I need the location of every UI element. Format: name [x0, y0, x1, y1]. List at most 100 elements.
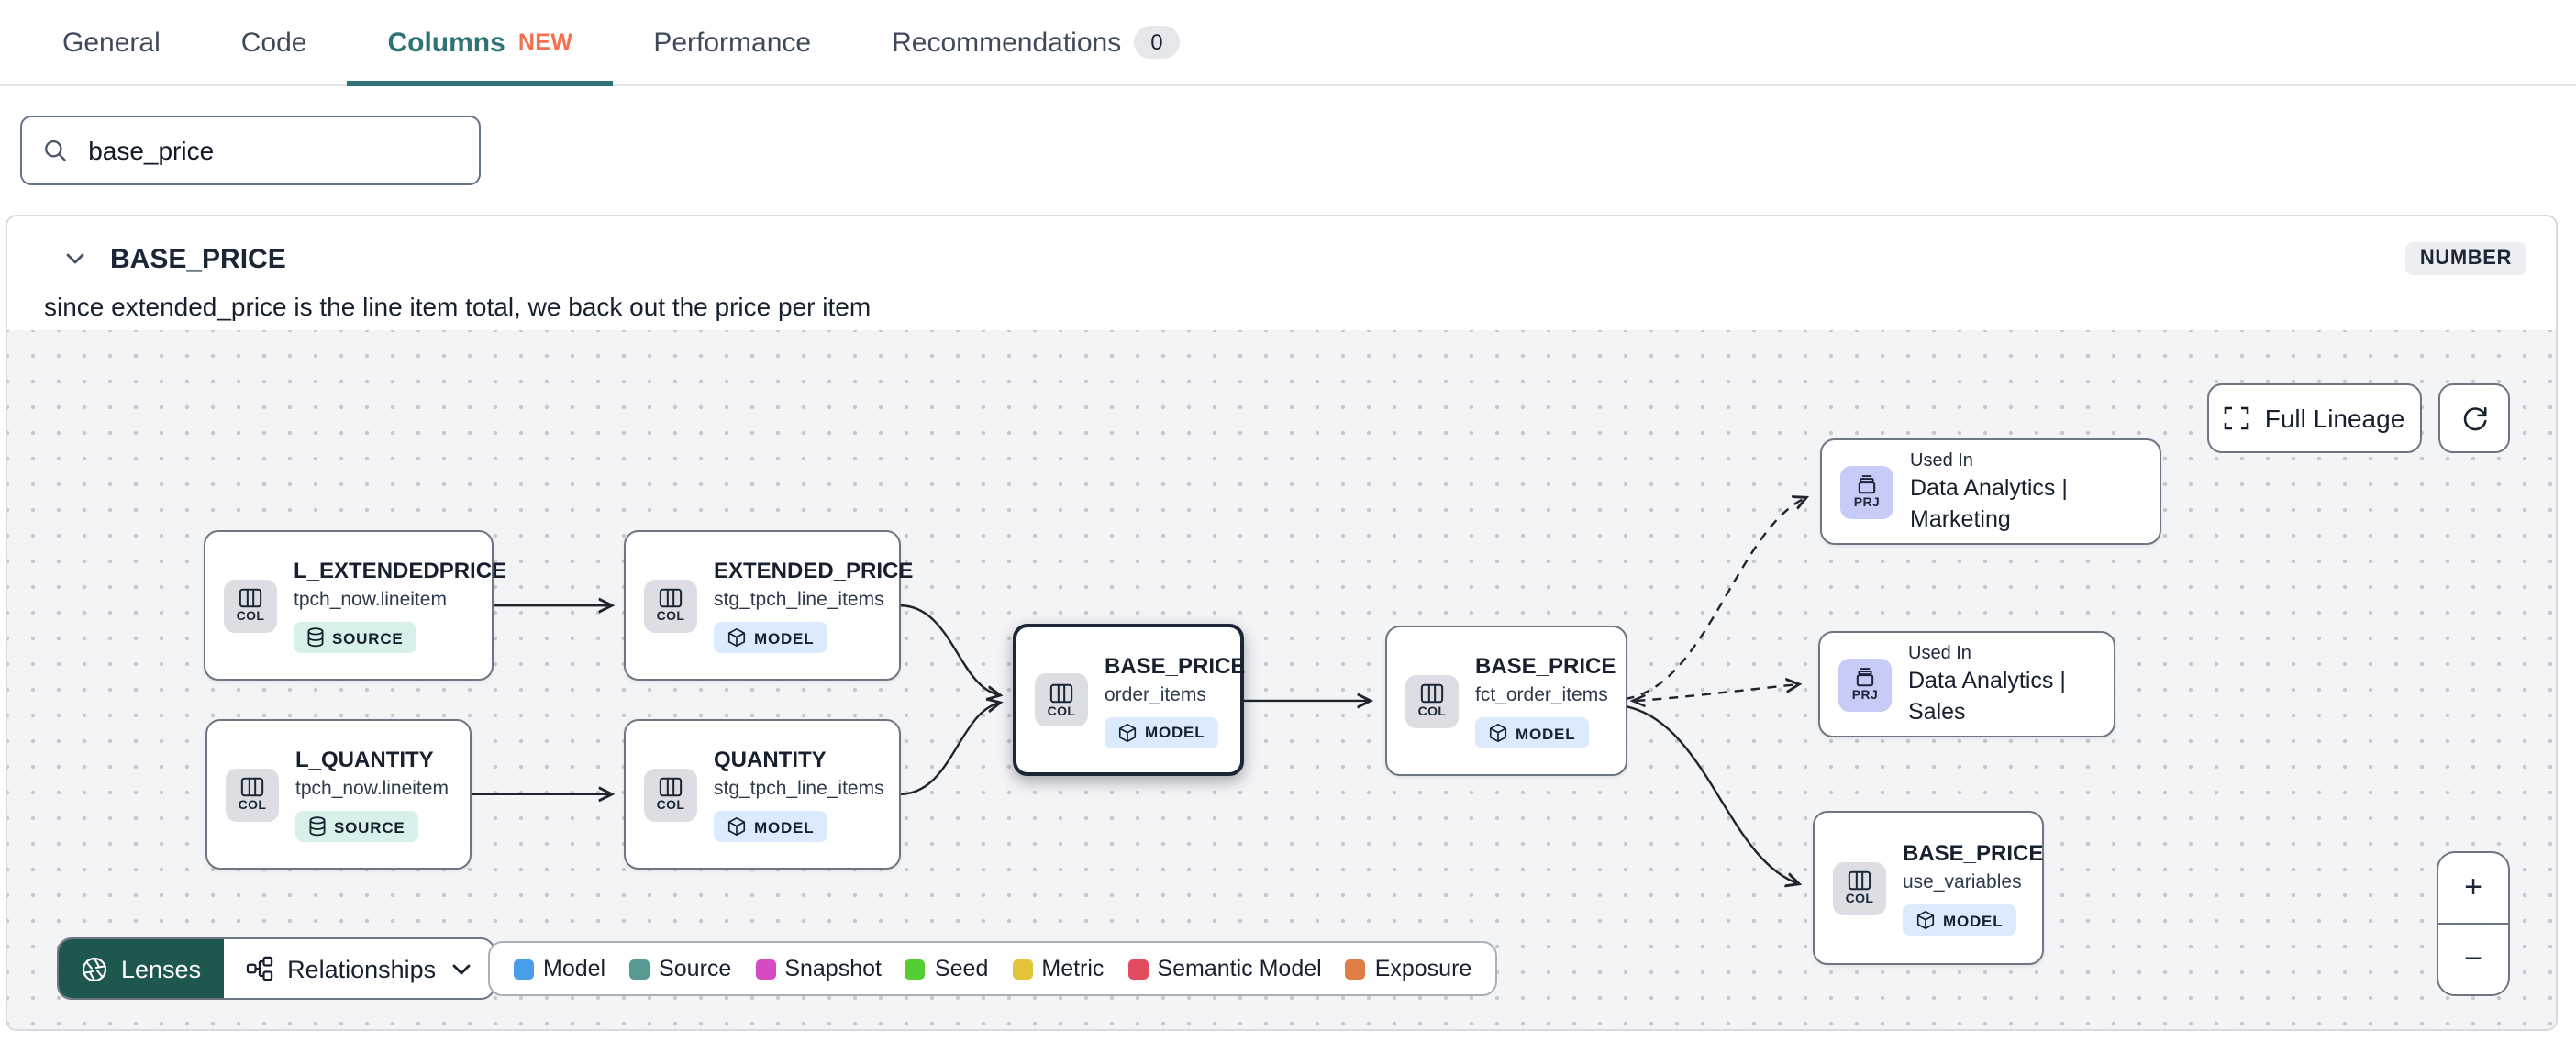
column-description: since extended_price is the line item to… — [44, 292, 872, 321]
chip-label: COL — [1047, 705, 1076, 718]
lineage-node-used-in-sales[interactable]: PRJ Used In Data Analytics | Sales — [1818, 631, 2115, 737]
tab-general[interactable]: General — [22, 0, 201, 84]
node-title: L_QUANTITY — [295, 747, 434, 772]
tab-recommendations[interactable]: Recommendations 0 — [851, 0, 1220, 84]
tab-label: Recommendations — [892, 27, 1122, 58]
chip-label: COL — [656, 800, 685, 813]
tab-label: Performance — [653, 27, 812, 58]
chip-label: PRJ — [1851, 690, 1879, 703]
tab-bar: General Code Columns NEW Performance Rec… — [0, 0, 2576, 86]
legend-swatch — [905, 959, 926, 979]
database-icon — [309, 816, 326, 837]
node-type-badge: MODEL — [714, 622, 827, 653]
legend-swatch — [755, 959, 776, 979]
tab-label: Columns — [387, 27, 505, 58]
legend-item-exposure: Exposure — [1345, 956, 1471, 981]
legend-item-semantic-model: Semantic Model — [1127, 956, 1322, 981]
legend-swatch — [629, 959, 650, 979]
col-chip: COL — [1035, 673, 1088, 726]
search-box[interactable] — [20, 116, 481, 185]
lineage-node-extended-price[interactable]: COL EXTENDED_PRICE stg_tpch_line_items M… — [624, 530, 913, 681]
zoom-in-button[interactable]: + — [2438, 853, 2508, 923]
columns-icon — [1049, 682, 1073, 703]
col-chip: COL — [1833, 861, 1886, 914]
zoom-divider — [2438, 923, 2508, 925]
lenses-button[interactable]: Lenses — [59, 939, 224, 998]
node-type-badge: SOURCE — [294, 622, 416, 653]
column-card: BASE_PRICE NUMBER since extended_price i… — [6, 215, 2558, 1031]
database-icon — [307, 627, 324, 648]
search-input[interactable] — [84, 134, 459, 167]
chevron-down-icon[interactable] — [64, 251, 86, 266]
columns-icon — [659, 777, 683, 797]
cube-icon — [727, 627, 746, 648]
edge-arrowhead-into-fct — [1629, 693, 1646, 708]
lineage-edges — [471, 330, 2556, 1031]
legend-swatch — [1345, 959, 1366, 979]
tab-columns[interactable]: Columns NEW — [347, 0, 614, 86]
column-title: BASE_PRICE — [110, 243, 286, 274]
used-in-label: Used In — [1908, 643, 1971, 663]
node-title: QUANTITY — [714, 747, 827, 772]
zoom-out-button[interactable]: − — [2438, 925, 2508, 994]
chip-label: COL — [238, 800, 267, 813]
chip-label: COL — [1417, 706, 1447, 719]
node-title: BASE_PRICE — [1105, 652, 1246, 678]
relationships-icon — [245, 956, 272, 981]
node-title: EXTENDED_PRICE — [714, 558, 914, 583]
legend-swatch — [1012, 959, 1033, 979]
legend-swatch — [514, 959, 534, 979]
columns-icon — [240, 777, 264, 797]
lineage-canvas[interactable]: COL L_EXTENDEDPRICE tpch_now.lineitem SO… — [7, 330, 2556, 1031]
lineage-node-base-price-order-items[interactable]: COL BASE_PRICE order_items MODEL — [1013, 624, 1246, 776]
lineage-node-l-extendedprice[interactable]: COL L_EXTENDEDPRICE tpch_now.lineitem SO… — [204, 530, 506, 681]
lineage-node-quantity[interactable]: COL QUANTITY stg_tpch_line_items MODEL — [624, 719, 901, 870]
node-subtitle: tpch_now.lineitem — [295, 778, 449, 800]
columns-icon — [1420, 683, 1444, 704]
legend-item-model: Model — [514, 956, 605, 981]
edge-fct-order-items-marketing — [1625, 497, 1806, 701]
lineage-node-l-quantity[interactable]: COL L_QUANTITY tpch_now.lineitem SOURCE — [205, 719, 472, 870]
column-card-header: BASE_PRICE NUMBER — [7, 216, 2556, 286]
project-name: Data Analytics | Marketing — [1910, 474, 2068, 531]
full-lineage-button[interactable]: Full Lineage — [2207, 383, 2422, 453]
lens-controls: Lenses Relationships — [57, 937, 495, 1000]
refresh-button[interactable] — [2438, 383, 2510, 453]
cube-icon — [1489, 723, 1507, 743]
archive-icon — [1856, 668, 1874, 687]
cube-icon — [1118, 722, 1137, 742]
col-chip: COL — [224, 579, 277, 632]
node-subtitle: fct_order_items — [1475, 684, 1608, 706]
col-chip: COL — [644, 768, 697, 821]
legend-item-source: Source — [629, 956, 731, 981]
project-name: Data Analytics | Sales — [1908, 667, 2066, 724]
edge-fct-order-items-use-variables — [1625, 704, 1799, 884]
columns-icon — [239, 588, 262, 608]
tab-performance[interactable]: Performance — [613, 0, 851, 84]
chip-label: COL — [1845, 893, 1874, 906]
edge-fct-order-items-sales — [1636, 684, 1799, 703]
relationships-dropdown[interactable]: Relationships — [223, 939, 494, 998]
cube-icon — [1916, 910, 1935, 930]
node-type-badge: MODEL — [1475, 717, 1589, 748]
prj-chip: PRJ — [1838, 658, 1892, 711]
chip-label: COL — [236, 611, 265, 624]
node-type-badge: MODEL — [714, 811, 827, 842]
recommendations-count-badge: 0 — [1134, 26, 1180, 59]
chevron-down-icon — [451, 963, 470, 974]
lineage-node-base-price-fct-order-items[interactable]: COL BASE_PRICE fct_order_items MODEL — [1385, 626, 1627, 776]
columns-icon — [659, 588, 683, 608]
zoom-controls: + − — [2437, 851, 2510, 996]
col-chip: COL — [226, 768, 279, 821]
cube-icon — [727, 816, 746, 837]
search-icon — [45, 139, 66, 161]
lineage-node-base-price-use-variables[interactable]: COL BASE_PRICE use_variables MODEL — [1813, 811, 2044, 965]
column-type-badge: NUMBER — [2404, 242, 2526, 275]
legend-item-metric: Metric — [1012, 956, 1104, 981]
lineage-node-used-in-marketing[interactable]: PRJ Used In Data Analytics | Marketing — [1820, 438, 2161, 545]
tab-code[interactable]: Code — [201, 0, 348, 84]
new-badge: NEW — [517, 29, 573, 55]
node-title: BASE_PRICE — [1903, 840, 2044, 866]
node-title: BASE_PRICE — [1475, 653, 1616, 679]
